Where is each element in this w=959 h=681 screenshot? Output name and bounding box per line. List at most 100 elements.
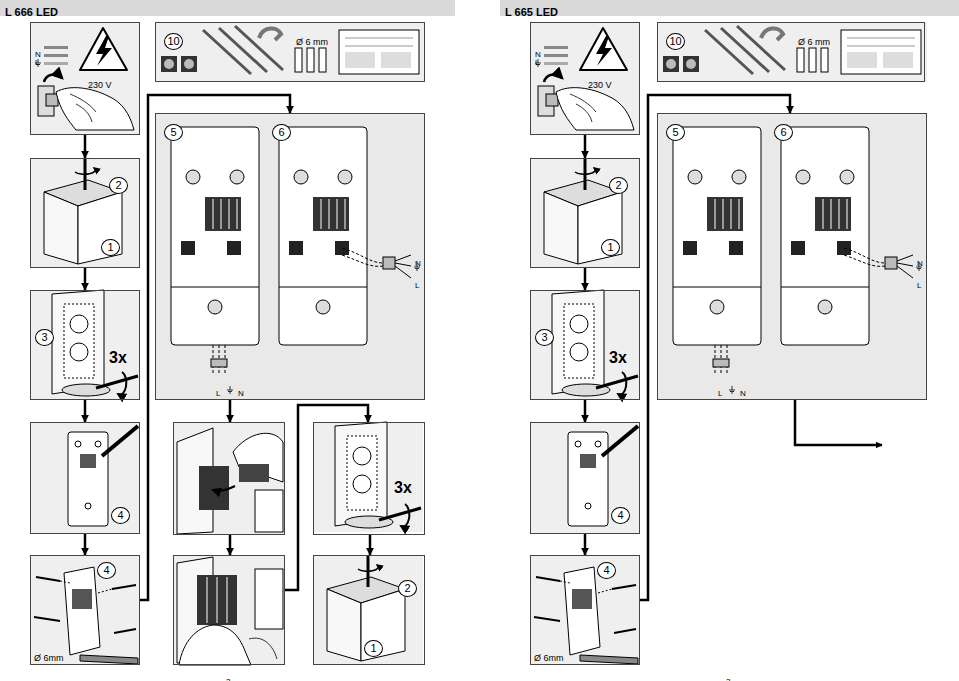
illustration-use	[657, 113, 927, 400]
header-bar	[0, 0, 455, 16]
text-holder: 3x	[394, 479, 412, 497]
step-panel: 4 Ø 6mm	[530, 555, 640, 665]
text-label: L	[35, 58, 39, 67]
step-panel: 5 6N L L N	[155, 113, 425, 400]
callout-number: 1	[601, 239, 620, 256]
illustration-use	[173, 555, 285, 665]
step-panel: 4	[30, 422, 140, 534]
text-label: N	[415, 259, 421, 268]
text-label: N	[35, 50, 41, 59]
page-number: - 2 -	[221, 677, 235, 681]
callout-number: 1	[364, 640, 383, 657]
callout-number: 2	[609, 177, 628, 194]
text-holder: N	[740, 382, 746, 400]
step-arrow	[140, 95, 290, 600]
text-label: N	[740, 389, 746, 398]
text-label: L	[917, 281, 921, 290]
text-holder: 10	[666, 31, 685, 50]
step-panel: 33x	[530, 290, 640, 400]
text-holder: 3	[35, 327, 54, 346]
callout-number: 6	[272, 124, 291, 141]
step-panel: 21	[313, 555, 425, 665]
text-holder: 4	[97, 560, 116, 579]
callout-number: 2	[109, 177, 128, 194]
page-number: - 3 -	[721, 677, 735, 681]
text-holder: 4	[597, 560, 616, 579]
illustration-use	[530, 158, 640, 268]
step-panel: 5 6N L L N	[657, 113, 927, 400]
step-panel	[173, 555, 285, 665]
callout-number: 5	[164, 124, 183, 141]
step-panel: 3x	[313, 422, 425, 535]
step-arrow	[84, 268, 87, 290]
step-panel: 4 Ø 6mm	[30, 555, 140, 665]
step-arrow	[229, 400, 232, 422]
illustration-use	[173, 422, 285, 535]
step-panel: 33x	[30, 290, 140, 400]
text-label: Ø 6mm	[534, 653, 564, 663]
callout-number: 10	[666, 33, 685, 50]
step-panel: NL 230 V	[30, 22, 140, 135]
text-holder: L 666 LED	[5, 2, 58, 20]
text-label: N	[535, 50, 541, 59]
text-label: Ø 6mm	[34, 653, 64, 663]
text-label: 230 V	[588, 80, 612, 90]
callout-number: 1	[101, 239, 120, 256]
illustration-use	[155, 113, 425, 400]
text-holder: 3x	[609, 349, 627, 367]
page-title: L 665 LED	[505, 6, 558, 19]
illustration-use	[30, 290, 140, 400]
callout-number: 4	[97, 562, 116, 579]
text-holder: 5	[666, 122, 685, 141]
step-panel: 21	[30, 158, 140, 268]
step-panel: NL230 V	[530, 22, 640, 135]
step-panel: 21	[530, 158, 640, 268]
step-arrow	[84, 135, 87, 158]
illustration-use	[530, 22, 640, 135]
text-holder: N	[238, 382, 244, 400]
illustration-use	[657, 22, 927, 82]
repeat-count: 3x	[609, 349, 627, 367]
text-holder: N	[415, 252, 421, 270]
text-label: L	[415, 281, 419, 290]
text-holder: L	[216, 382, 220, 400]
text-holder: L	[917, 274, 921, 292]
text-label: N	[238, 389, 244, 398]
text-holder: Ø 6 mm	[798, 31, 830, 49]
callout-number: 5	[666, 124, 685, 141]
text-holder: 10	[164, 31, 183, 50]
text-holder: L 665 LED	[505, 2, 558, 20]
text-holder: 1	[101, 237, 120, 256]
text-holder: 2	[609, 175, 628, 194]
illustration-use	[30, 555, 140, 665]
text-holder: 6	[774, 122, 793, 141]
text-holder: 2	[398, 578, 417, 597]
text-label: Ø 6 mm	[798, 37, 830, 47]
text-label: L	[718, 389, 722, 398]
step-arrow	[229, 535, 232, 555]
callout-number: 2	[398, 580, 417, 597]
repeat-count: 3x	[394, 479, 412, 497]
step-arrow	[84, 534, 87, 555]
text-holder: L	[415, 274, 419, 292]
illustration-use	[30, 422, 140, 534]
illustration-use	[30, 158, 140, 268]
step-arrow	[369, 535, 372, 555]
text-label: Ø 6 mm	[296, 37, 328, 47]
text-label: 230 V	[88, 80, 112, 90]
text-holder: N	[917, 252, 923, 270]
header-bar	[500, 0, 959, 16]
text-label: L	[216, 389, 220, 398]
callout-number: 10	[164, 33, 183, 50]
text-holder: 1	[601, 237, 620, 256]
illustration-use	[313, 555, 423, 665]
step-panel: 10 Ø 6 mm	[155, 22, 425, 82]
callout-number: 4	[597, 562, 616, 579]
text-holder: Ø 6 mm	[296, 31, 328, 49]
page-left	[30, 22, 425, 665]
step-arrow	[640, 95, 790, 600]
illustration-use	[30, 22, 140, 135]
